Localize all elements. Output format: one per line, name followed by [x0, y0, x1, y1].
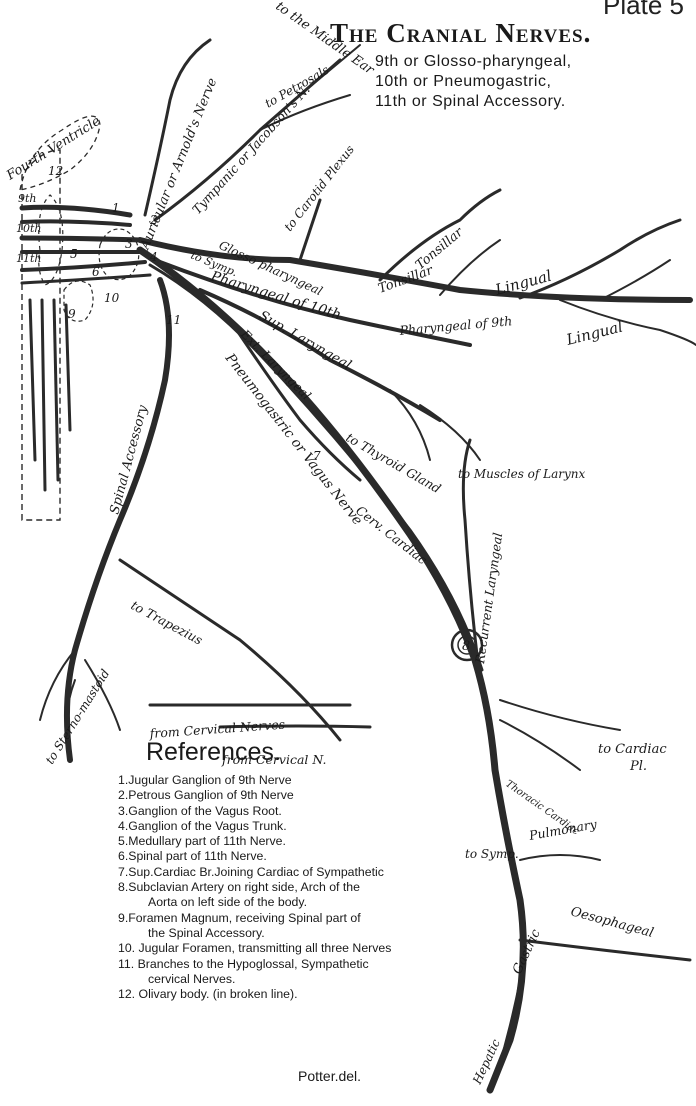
- label-root-11th: 11th: [16, 252, 42, 265]
- label-tonsillar-2: Tonsillar: [376, 263, 435, 297]
- reference-item: 7.Sup.Cardiac Br.Joining Cardiac of Symp…: [118, 865, 558, 880]
- marker-1: 1: [112, 201, 120, 215]
- reference-item: 2.Petrous Ganglion of 9th Nerve: [118, 788, 558, 803]
- label-sterno-mastoid: to Sterno-mastoid: [43, 666, 113, 766]
- reference-item: the Spinal Accessory.: [118, 926, 558, 941]
- label-root-9th: 9th: [18, 192, 37, 205]
- label-recurrent-laryngeal: Recurrent Laryngeal: [472, 532, 505, 666]
- label-lingual-2: Lingual: [564, 317, 625, 349]
- reference-item: 10. Jugular Foramen, transmitting all th…: [118, 941, 558, 956]
- reference-item: Aorta on left side of the body.: [118, 895, 558, 910]
- marker-8: 8: [462, 639, 470, 654]
- marker-10: 10: [104, 291, 120, 305]
- label-cardiac-pl: Pl.: [629, 759, 647, 774]
- marker-11: 11: [166, 313, 181, 327]
- reference-item: 1.Jugular Ganglion of 9th Nerve: [118, 773, 558, 788]
- spinal-accessory-nerve: [67, 280, 169, 760]
- artist-credit: Potter.del.: [298, 1068, 361, 1084]
- marker-6: 6: [92, 265, 100, 279]
- marker-9: 9: [68, 307, 76, 321]
- reference-item: cervical Nerves.: [118, 972, 558, 987]
- label-muscles-larynx: to Muscles of Larynx: [458, 467, 586, 481]
- reference-item: 5.Medullary part of 11th Nerve.: [118, 834, 558, 849]
- references-heading: References.: [146, 738, 558, 767]
- marker-3: 3: [125, 237, 133, 251]
- label-to-cardiac: to Cardiac: [598, 742, 667, 757]
- reference-item: 8.Subclavian Artery on right side, Arch …: [118, 880, 558, 895]
- marker-12: 12: [48, 164, 63, 178]
- label-to-trapezius: to Trapezius: [129, 597, 206, 647]
- marker-5: 5: [70, 247, 78, 261]
- marker-2: 2: [149, 213, 158, 227]
- reference-item: 3.Ganglion of the Vagus Root.: [118, 804, 558, 819]
- reference-item: 9.Foramen Magnum, receiving Spinal part …: [118, 911, 558, 926]
- marker-7: 7: [313, 449, 321, 463]
- reference-item: 11. Branches to the Hypoglossal, Sympath…: [118, 957, 558, 972]
- reference-item: 6.Spinal part of 11th Nerve.: [118, 849, 558, 864]
- marker-4: 4: [149, 250, 158, 264]
- reference-item: 4.Ganglion of the Vagus Trunk.: [118, 819, 558, 834]
- references-panel: References. 1.Jugular Ganglion of 9th Ne…: [118, 738, 558, 1002]
- reference-item: 12. Olivary body. (in broken line).: [118, 987, 558, 1002]
- label-pharyngeal-9th: Pharyngeal of 9th: [398, 313, 513, 338]
- label-carotid-plexus: to Carotid Plexus: [281, 142, 357, 233]
- label-root-10th: 10th: [16, 222, 42, 235]
- label-oesophageal: Oesophageal: [569, 904, 655, 941]
